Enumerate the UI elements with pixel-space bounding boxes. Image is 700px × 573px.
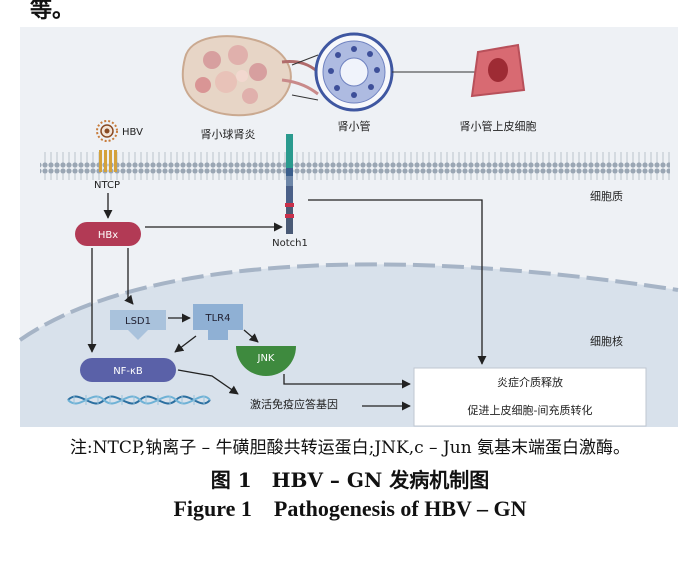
glomerulus-illustration	[181, 35, 319, 117]
arrow-hbx-to-lsd1	[124, 248, 134, 305]
label-hbv: HBV	[122, 127, 143, 138]
label-outcome-2: 促进上皮细胞-间充质转化	[468, 403, 593, 417]
header-text-fragment: 等。	[30, 0, 75, 23]
arrow-tlr4-to-nfkb	[174, 335, 197, 353]
dna-helix-icon	[67, 395, 211, 405]
label-outcome-1: 炎症介质释放	[497, 375, 563, 389]
label-epithelial: 肾小管上皮细胞	[460, 119, 537, 133]
tlr4-node	[193, 304, 243, 340]
arrow-tlr4-to-jnk	[243, 329, 259, 343]
label-ntcp: NTCP	[94, 180, 120, 191]
epithelial-cell-illustration	[470, 43, 526, 98]
label-nucleus: 细胞核	[590, 334, 623, 348]
label-nfkb: NF-κB	[113, 366, 143, 377]
hbv-virus-icon	[96, 120, 118, 142]
caption-note: 注:NTCP,钠离子 – 牛磺胆酸共转运蛋白;JNK,c – Jun 氨基末端蛋…	[69, 438, 631, 458]
label-jnk: JNK	[257, 353, 275, 364]
hbx-node	[75, 222, 141, 246]
label-lsd1: LSD1	[125, 316, 151, 327]
arrow-jnk-to-outcomes	[283, 374, 411, 389]
label-tlr4: TLR4	[205, 313, 231, 324]
caption-title-en: Figure 1 Pathogenesis of HBV – GN	[173, 496, 527, 521]
outcomes-box	[413, 367, 647, 427]
nuclear-envelope	[18, 262, 679, 342]
ntcp-receptor-icon	[99, 150, 117, 172]
arrow-notch1-to-outcomes	[308, 199, 487, 365]
arrow-nfkb-to-genes	[177, 369, 239, 395]
label-immune-genes: 激活免疫应答基因	[250, 397, 338, 411]
figure-caption: 注:NTCP,钠离子 – 牛磺胆酸共转运蛋白;JNK,c – Jun 氨基末端蛋…	[0, 438, 700, 523]
lsd1-node	[110, 310, 166, 340]
tubule-cross-section	[314, 32, 394, 112]
nfkb-node	[80, 358, 176, 382]
label-hbx: HBx	[98, 230, 118, 241]
label-notch1: Notch1	[272, 238, 308, 249]
jnk-node	[236, 346, 296, 376]
label-tubule: 肾小管	[338, 119, 371, 133]
label-kidney: 肾小球肾炎	[201, 127, 256, 141]
caption-title-zh: 图 1 HBV – GN 发病机制图	[210, 468, 490, 492]
notch1-receptor-icon	[285, 134, 294, 234]
pathogenesis-diagram: 肾小球肾炎 肾小管 肾小管上皮细胞 HBV NTCP Notch1 细胞质 细胞…	[18, 27, 679, 427]
cell-membrane	[40, 152, 670, 180]
label-cytoplasm: 细胞质	[590, 190, 623, 203]
